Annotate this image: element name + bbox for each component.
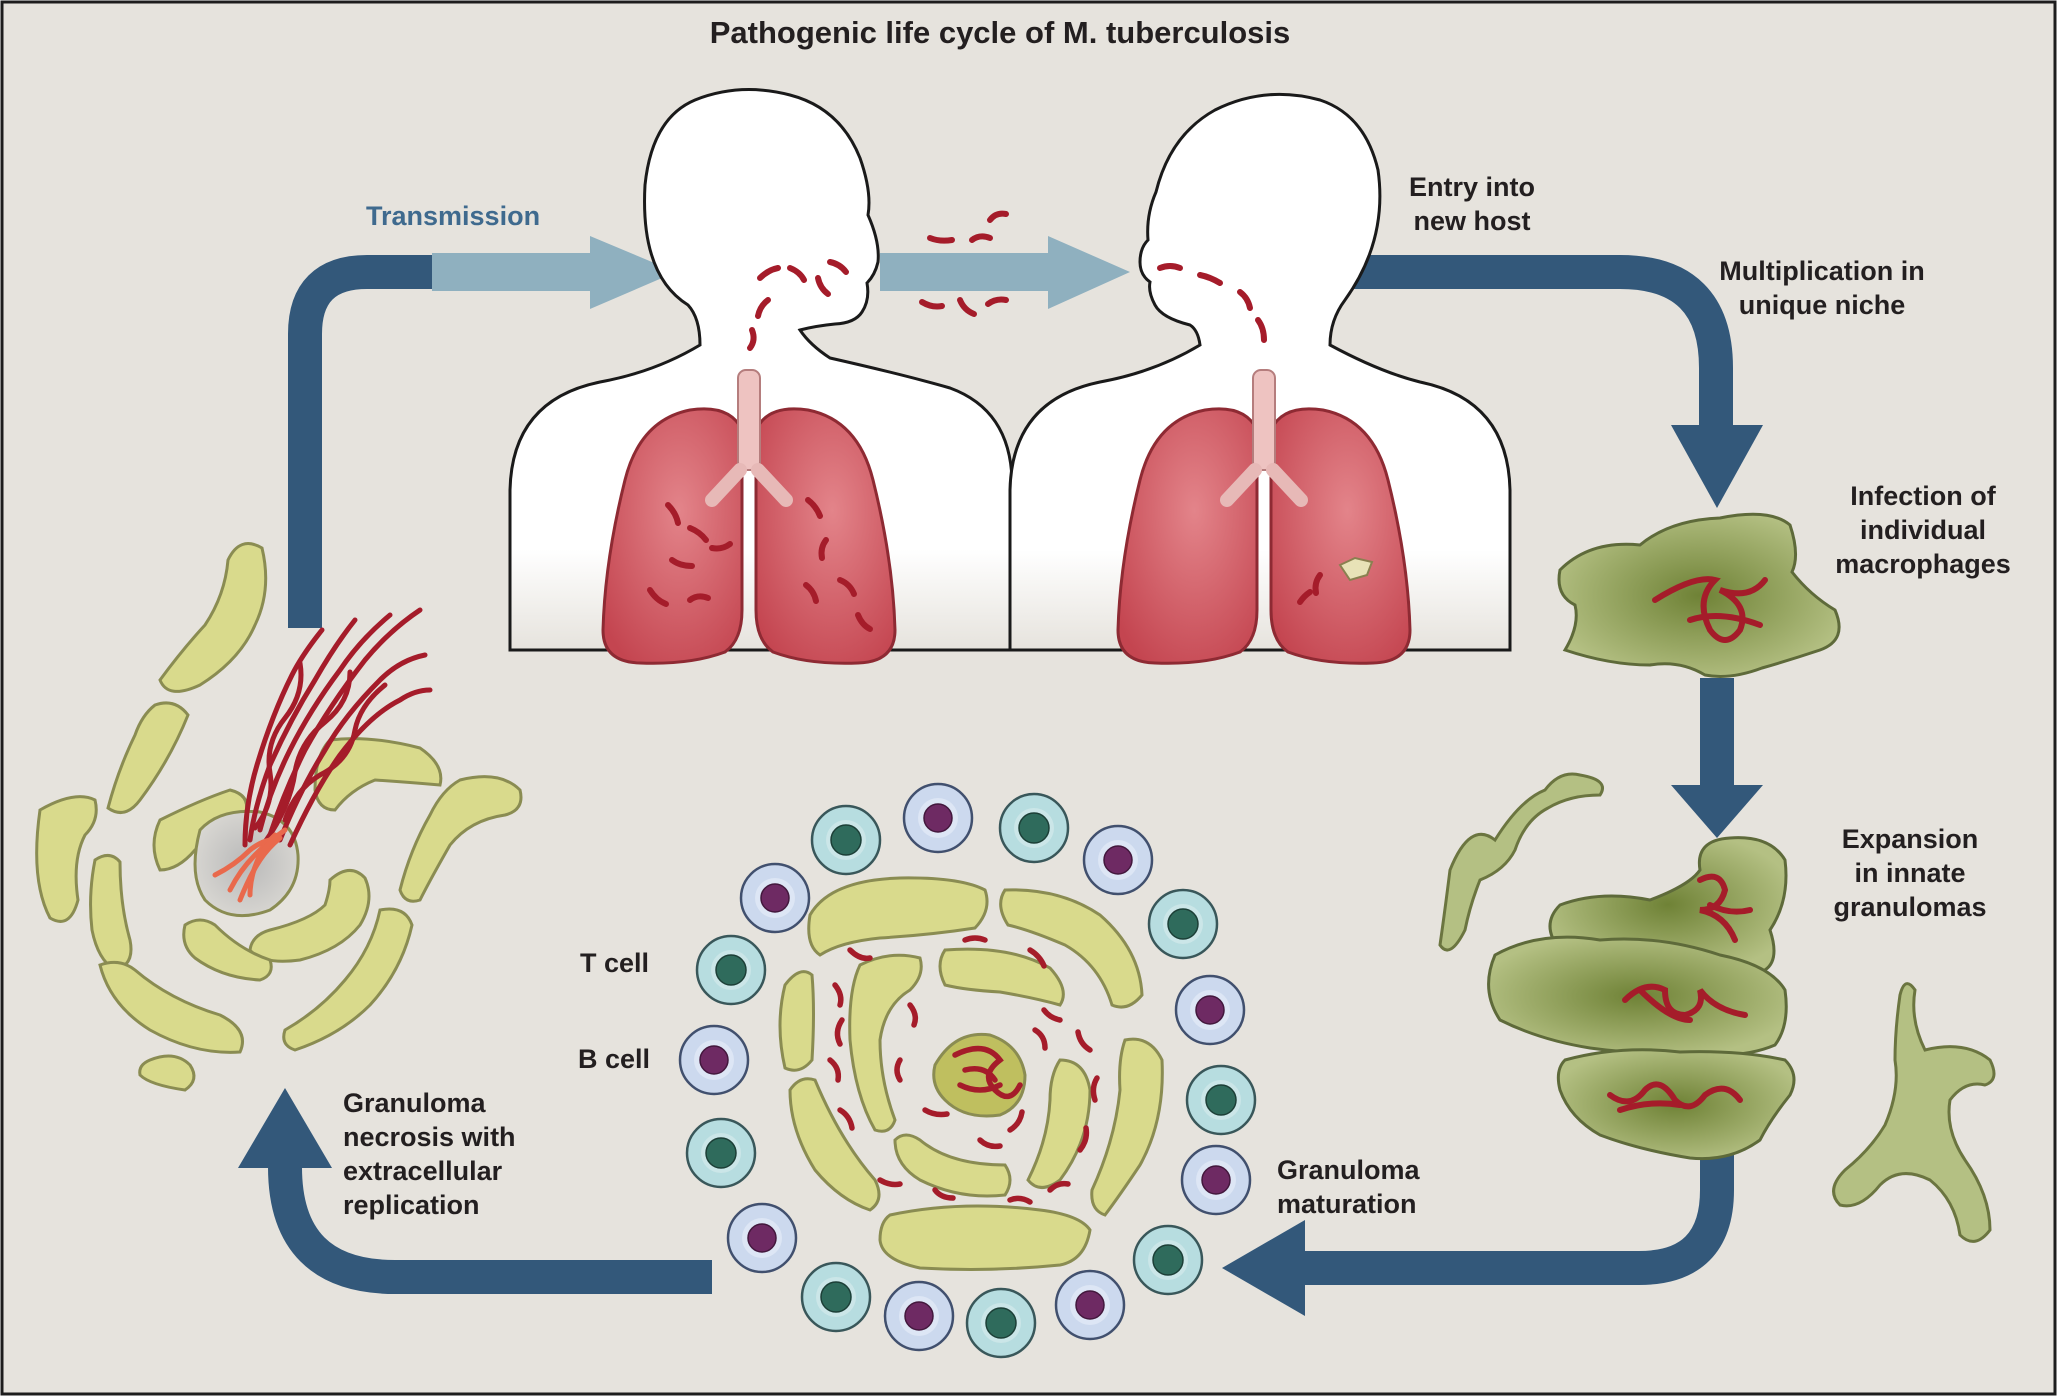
label-infection: Infection of individual macrophages (1798, 479, 2048, 581)
label-maturation-line-1: Granuloma (1277, 1155, 1420, 1185)
label-necrosis-line-4: replication (343, 1190, 480, 1220)
b-cell (883, 1280, 955, 1352)
transmission-arrows (432, 236, 1130, 309)
cycle-arrowheads (238, 425, 1763, 1316)
b-cell (1180, 1144, 1252, 1216)
bacteria-airborne (647, 210, 1323, 632)
b-cell (1054, 1269, 1126, 1341)
label-expansion-line-1: Expansion (1841, 824, 1979, 854)
cycle-arrow-left-up (288, 255, 432, 628)
label-b-cell: B cell (578, 1044, 651, 1074)
cycle-arrows (268, 255, 1734, 1294)
diagram-title: Pathogenic life cycle of M. tuberculosis (709, 15, 1291, 50)
transmission-arrow-2 (880, 236, 1130, 309)
label-necrosis-line-3: extracellular (343, 1156, 503, 1186)
label-multiplication-line-2: unique niche (1738, 290, 1906, 320)
b-cell (739, 862, 811, 934)
innate-granuloma-cluster (1438, 772, 1996, 1243)
macrophage-single (1557, 512, 1841, 678)
label-infection-line-2: individual (1859, 515, 1986, 545)
b-cell (902, 782, 974, 854)
t-cell (1185, 1064, 1257, 1136)
arrowhead-left (1222, 1220, 1305, 1316)
label-necrosis-line-1: Granuloma (343, 1088, 486, 1118)
b-cell (678, 1024, 750, 1096)
lungs-right (1116, 369, 1412, 665)
t-cell (685, 1117, 757, 1189)
t-cell (800, 1261, 872, 1333)
label-necrosis-line-2: necrosis with (343, 1122, 516, 1152)
arrowhead-up (238, 1088, 332, 1168)
t-cell (1147, 888, 1219, 960)
label-transmission: Transmission (366, 201, 541, 231)
cycle-arrow-bottom-right (1300, 1040, 1734, 1285)
label-expansion: Expansion in innate granulomas (1790, 822, 2030, 924)
label-necrosis: Granuloma necrosis with extracellular re… (343, 1086, 516, 1222)
t-cell (1132, 1224, 1204, 1296)
bacteria-emerging (212, 827, 288, 903)
label-entry-line-1: Entry into (1409, 172, 1535, 202)
b-cell (726, 1202, 798, 1274)
label-entry-line-2: new host (1413, 206, 1531, 236)
granuloma-bacteria (827, 935, 1100, 1205)
label-infection-line-3: macrophages (1835, 549, 2011, 579)
label-maturation: Granuloma maturation (1277, 1153, 1420, 1221)
t-cell (965, 1287, 1037, 1359)
cycle-arrow-top-right (1338, 255, 1733, 430)
necrotic-granuloma (35, 542, 523, 1092)
label-expansion-line-3: granulomas (1833, 892, 1987, 922)
label-expansion-line-2: in innate (1854, 858, 1966, 888)
t-cell (695, 934, 767, 1006)
label-t-cell: T cell (580, 948, 650, 978)
label-multiplication: Multiplication in unique niche (1662, 254, 1982, 322)
t-cell (998, 792, 1070, 864)
mature-granuloma (678, 782, 1257, 1359)
cycle-arrow-bottom-left (268, 1145, 712, 1294)
label-entry: Entry into new host (1342, 170, 1602, 238)
b-cell (1174, 974, 1246, 1046)
label-multiplication-line-1: Multiplication in (1719, 256, 1925, 286)
transmission-arrow-1 (432, 236, 676, 309)
arrowhead-down-1 (1671, 425, 1763, 508)
label-infection-line-1: Infection of (1850, 481, 1996, 511)
b-cell (1082, 824, 1154, 896)
lesion-icon (1338, 556, 1374, 582)
arrowhead-down-2 (1671, 785, 1763, 838)
t-cell (810, 804, 882, 876)
extracellular-bacteria-mass (242, 607, 433, 848)
label-maturation-line-2: maturation (1277, 1189, 1417, 1219)
